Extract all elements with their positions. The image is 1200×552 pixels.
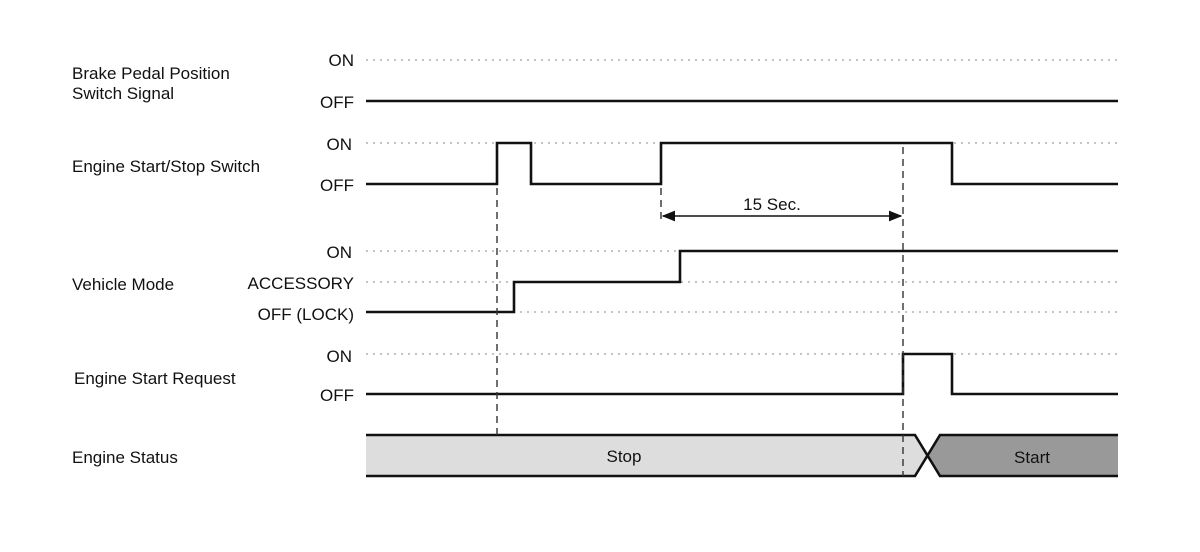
engine-status-name: Engine Status [72,448,178,467]
engine-stop-label: Stop [607,447,642,466]
brake-on-level-label: ON [329,51,355,70]
engine-start-region [928,435,1118,476]
vehicle-mode-name: Vehicle Mode [72,275,174,294]
start-request-off-level-label: OFF [320,386,354,405]
engine-start-label: Start [1014,448,1050,467]
vehicle-mode-on-level-label: ON [327,243,353,262]
start-switch-on-level-label: ON [327,135,353,154]
start-request-waveform [366,352,1118,396]
engine-status-lower-edge [366,433,1118,478]
brake-signal-name-line2: Switch Signal [72,84,174,103]
brake-signal-name-line1: Brake Pedal Position [72,64,230,83]
start-request-on-level-label: ON [327,347,353,366]
start-switch-name: Engine Start/Stop Switch [72,157,260,176]
vehicle-mode-accessory-level-label: ACCESSORY [248,274,354,293]
vehicle-mode-waveform [366,249,1118,314]
vehicle-mode-off-level-label: OFF (LOCK) [258,305,354,324]
start-switch-waveform [366,141,1118,186]
duration-label: 15 Sec. [743,195,801,214]
brake-off-level-label: OFF [320,93,354,112]
start-request-name: Engine Start Request [74,369,236,388]
start-switch-off-level-label: OFF [320,176,354,195]
engine-stop-region [366,435,927,476]
